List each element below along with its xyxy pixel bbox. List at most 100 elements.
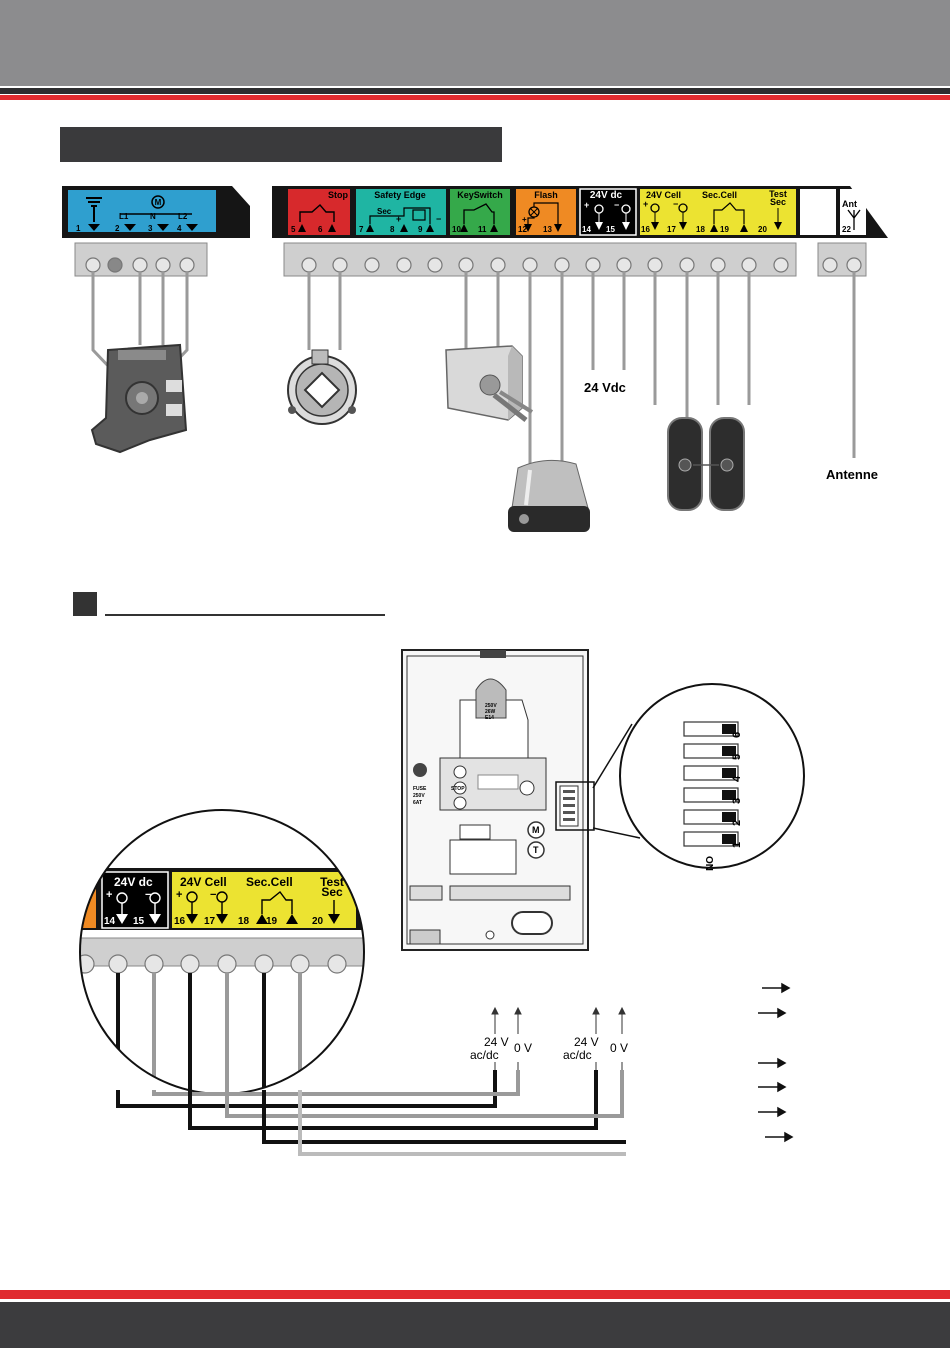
antenna-block [840,189,866,235]
zoom-cell-minus-label: − [210,889,216,901]
zoom-dc-minus-label: − [145,889,151,901]
dc-label: 24V dc [590,190,623,201]
stop-label: Stop [328,190,348,200]
board-lamp-label-2: 26W [485,709,496,715]
header-rule-dark [0,88,950,94]
antenna-icon [847,209,861,230]
zoom-terminal-19: 19 [266,916,278,927]
antenne-annotation: Antenne [826,467,878,482]
terminal-6-label: 6 [318,225,323,234]
section-marker-square [73,592,97,616]
board-m-label: M [532,825,540,835]
header-rule-red [0,95,950,100]
photocell-devices [667,417,745,511]
terminal-5-label: 5 [291,225,296,234]
zoom-dc-label: 24V dc [114,875,153,889]
dip-5-label: 5 [731,754,743,760]
keyswitch-device [445,345,534,422]
terminal-16-label: 16 [641,225,650,234]
wire-24v-label-2: 24 V [574,1035,599,1049]
board-stop-label: STOP [451,786,465,792]
zoom-dc-plus-label: + [106,889,112,901]
terminal-8-label: 8 [390,225,395,234]
wire-24v-label-1: 24 V [484,1035,509,1049]
terminal-14-label: 14 [582,225,591,234]
cell-minus-label: − [673,199,678,209]
board-fuse-label-1: FUSE [413,786,427,792]
zoom-terminal-17: 17 [204,916,216,927]
terminal-7-label: 7 [359,225,364,234]
keyswitch-label: KeySwitch [457,190,503,200]
terminal-18-label: 18 [696,225,705,234]
header-band [0,0,950,86]
wire-acdc-label-1: ac/dc [470,1048,499,1062]
terminal-20-label: 20 [758,225,767,234]
section-title-bar [60,127,502,162]
flash-label: Flash [534,190,558,200]
flash-lamp-device [508,459,590,532]
stop-button-device [287,349,357,425]
terminal-zoom: 24V dc + − 14 15 24V Cell + − 16 17 Sec.… [79,809,365,1095]
test-sec-label: Sec [770,197,786,207]
footer-band [0,1302,950,1348]
dip-2-label: 2 [731,820,743,826]
wire-0v-label-2: 0 V [610,1041,628,1055]
dc-minus-label: − [614,200,619,210]
dip-on-label: ON [703,856,714,871]
flash-plus-label: + [522,215,527,224]
zoom-cell-label: 24V Cell [180,875,227,889]
footer-rule-red [0,1290,950,1299]
board-lamp-label-3: E14 [485,715,494,721]
zoom-test-sec-label: Sec [321,885,343,899]
terminal-9-label: 9 [418,225,423,234]
dip-switch-zoom: 6 5 4 3 2 1 ON [619,683,805,871]
blank-block [800,189,836,235]
terminal-2-label: 2 [115,224,120,233]
zoom-cell-plus-label: + [176,889,182,901]
motor-n-label: N [150,212,156,221]
motor-header: M L1 N L2 1 2 3 4 [62,186,250,238]
motor-l2-label: L2 [178,212,188,221]
dip-3-label: 3 [731,798,743,804]
earth-icon [86,197,102,222]
wire-0v-label-1: 0 V [514,1041,532,1055]
zoom-terminal-16: 16 [174,916,186,927]
terminal-1-label: 1 [76,224,81,233]
safety-edge-label: Safety Edge [374,190,426,200]
terminal-12-label: 12 [518,225,527,234]
dip-highlight [555,781,595,831]
terminal-17-label: 17 [667,225,676,234]
zoom-terminal-14: 14 [104,916,116,927]
terminal-4-label: 4 [177,224,182,233]
antenna-label: Ant [842,199,857,209]
terminal-15-label: 15 [606,225,615,234]
test-label: Test [769,189,787,199]
cell-plus-label: + [643,199,648,209]
terminal-strips [74,242,867,277]
terminal-19-label: 19 [720,225,729,234]
cell-label: 24V Cell [646,190,681,200]
zoom-terminal-18: 18 [238,916,250,927]
zoom-seccell-label: Sec.Cell [246,875,293,889]
board-t-label: T [533,845,539,855]
motor-device [90,343,188,454]
keyswitch-block [450,189,510,235]
wire-acdc-label-2: ac/dc [563,1048,592,1062]
safety-minus-label: − [436,214,441,224]
control-board: 250V 26W E14 STOP FUSE 250V 6AT M T [401,649,589,951]
board-fuse-label-2: 250V [413,793,425,799]
board-lamp-label-1: 250V [485,703,497,709]
motor-l1-label: L1 [119,212,129,221]
cell-block [640,189,796,235]
terminal-10-label: 10 [452,225,461,234]
board-fuse-label-3: 6AT [413,800,422,806]
control-header: Stop 5 6 Safety Edge Sec + − 7 8 9 KeySw… [272,186,888,238]
terminal-13-label: 13 [543,225,552,234]
dip-1-label: 1 [731,842,743,848]
zoom-terminal-20: 20 [312,916,324,927]
cell-wiring-runs [116,1070,626,1156]
terminal-22-label: 22 [842,225,851,234]
zoom-test-label: Test [320,875,344,889]
dip-4-label: 4 [731,775,743,782]
